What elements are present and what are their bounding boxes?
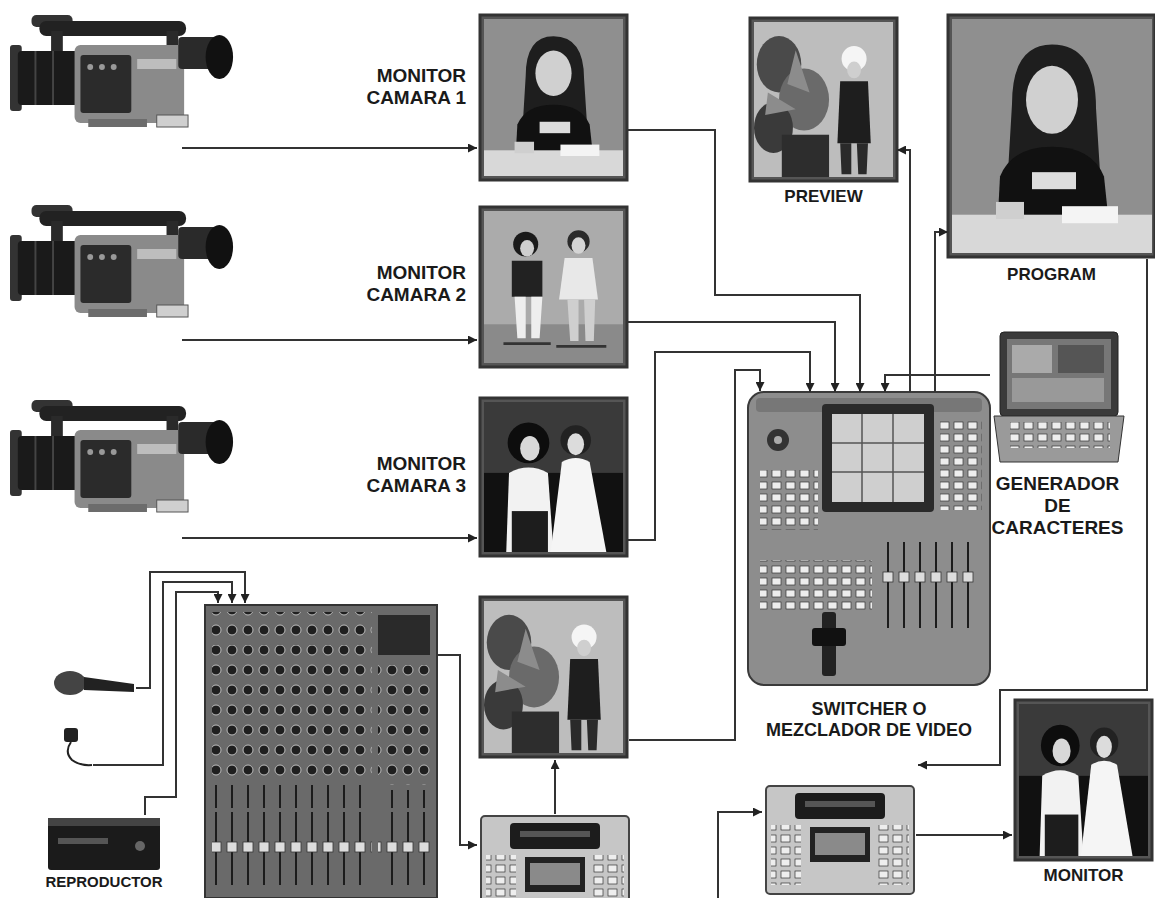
signal-arrow [897, 150, 910, 392]
laptop [994, 332, 1124, 462]
device-node: MONITOR [1015, 700, 1152, 860]
device-label: PROGRAM [977, 265, 1127, 285]
signal-arrow [627, 322, 835, 392]
device-node: PROGRAM [948, 15, 1155, 257]
device-node: REPRODUCTOR [48, 818, 160, 870]
device-label: MONITOR CAMARA 1 [346, 65, 466, 109]
video-camera [10, 15, 233, 127]
monitor-screen [480, 597, 627, 757]
lavalier-microphone [64, 728, 92, 765]
program-screen [948, 15, 1155, 257]
video-switcher [748, 392, 990, 685]
video-recorder [766, 786, 914, 894]
monitor-screen [480, 207, 627, 367]
video-camera [10, 205, 233, 317]
video-recorder [481, 816, 629, 898]
device-label: MONITOR [1019, 866, 1149, 886]
media-player [48, 818, 160, 870]
device-label: GENERADOR DE CARACTERES [985, 473, 1130, 539]
device-node: PREVIEW [750, 18, 897, 181]
monitor-screen [1015, 700, 1152, 860]
monitor-screen [480, 398, 627, 556]
signal-arrow [627, 352, 810, 540]
signal-wire [93, 148, 1147, 898]
preview-screen [750, 18, 897, 181]
monitor-screen [480, 15, 627, 180]
device-label: SWITCHER O MEZCLADOR DE VIDEO [757, 699, 982, 740]
device-node: MONITOR CAMARA 1 [480, 15, 627, 180]
video-camera [10, 400, 233, 512]
device-label: REPRODUCTOR [34, 873, 174, 890]
device-node: MONITOR CAMARA 3 [480, 398, 627, 556]
device-label: PREVIEW [754, 187, 894, 207]
device-label: MONITOR CAMARA 2 [346, 262, 466, 306]
device-node: SWITCHER O MEZCLADOR DE VIDEO [748, 392, 990, 685]
device-label: MONITOR CAMARA 3 [346, 453, 466, 497]
device-node: MONITOR CAMARA 2 [480, 207, 627, 367]
signal-arrow [935, 232, 948, 392]
device-node: GENERADOR DE CARACTERES [990, 330, 1125, 465]
audio-mixer [205, 605, 437, 898]
hand-microphone [54, 671, 134, 695]
signal-arrow [885, 375, 990, 392]
